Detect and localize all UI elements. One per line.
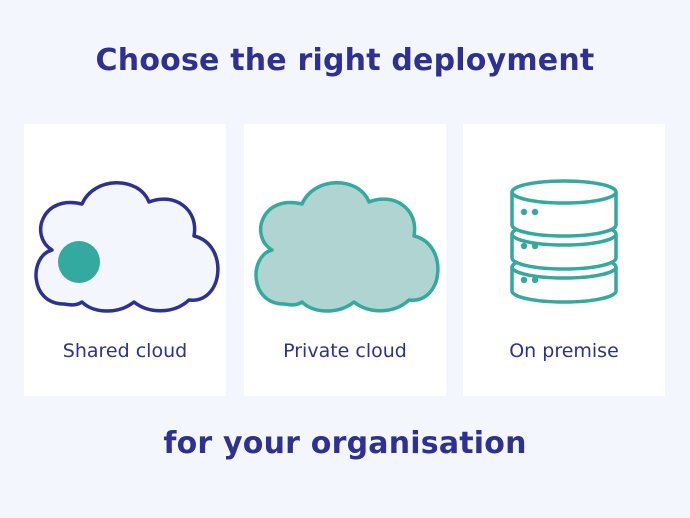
card-label-shared-cloud: Shared cloud: [62, 340, 188, 362]
shared-cloud-icon: [34, 181, 220, 313]
deployment-card-shared-cloud[interactable]: Shared cloud: [24, 124, 226, 396]
page-title: Choose the right deployment: [95, 43, 595, 78]
private-cloud-icon: [254, 181, 440, 313]
server-stack-icon: [510, 179, 618, 304]
deployment-card-private-cloud[interactable]: Private cloud: [244, 124, 446, 396]
card-label-on-premise: On premise: [509, 340, 619, 362]
page-subtitle: for your organisation: [163, 426, 527, 461]
card-label-private-cloud: Private cloud: [283, 340, 407, 362]
deployment-card-on-premise[interactable]: On premise: [463, 124, 665, 396]
